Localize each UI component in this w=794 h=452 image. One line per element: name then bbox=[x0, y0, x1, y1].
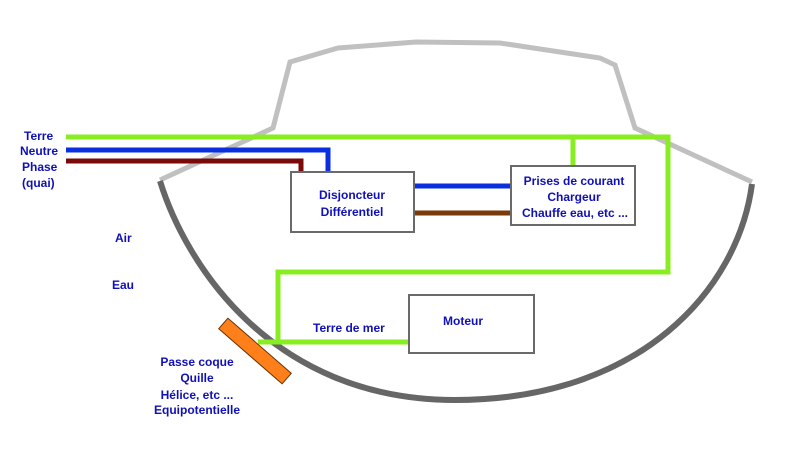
label-quai: (quai) bbox=[22, 176, 55, 190]
cabin-outline bbox=[158, 39, 754, 185]
label-eau: Eau bbox=[112, 278, 134, 292]
passe-coque-label-2: Quille bbox=[180, 371, 214, 385]
neutral-wire-shore bbox=[66, 147, 331, 173]
prises-label-3: Chauffe eau, etc ... bbox=[522, 206, 628, 220]
moteur-label: Moteur bbox=[443, 314, 483, 328]
passe-coque-label-4: Equipotentielle bbox=[154, 403, 240, 417]
disjoncteur-box bbox=[290, 171, 415, 233]
passe-coque-label-1: Passe coque bbox=[160, 355, 234, 369]
prises-label-2: Chargeur bbox=[547, 190, 601, 204]
earth-wire-shore bbox=[66, 134, 671, 345]
label-neutre: Neutre bbox=[20, 144, 58, 158]
terre-de-mer-label: Terre de mer bbox=[313, 321, 385, 335]
prises-label-1: Prises de courant bbox=[524, 174, 625, 188]
disjoncteur-label-2: Différentiel bbox=[321, 205, 384, 219]
label-air: Air bbox=[115, 231, 132, 245]
passe-coque-fitting bbox=[218, 317, 292, 385]
label-phase: Phase bbox=[22, 160, 58, 174]
moteur-box bbox=[408, 294, 535, 354]
disjoncteur-label-1: Disjoncteur bbox=[319, 188, 385, 202]
hull-outline bbox=[157, 180, 755, 404]
prises-box bbox=[510, 165, 636, 226]
phase-wire-shore bbox=[66, 158, 304, 173]
label-terre: Terre bbox=[24, 129, 53, 143]
passe-coque-label-3: Hélice, etc ... bbox=[161, 388, 234, 402]
